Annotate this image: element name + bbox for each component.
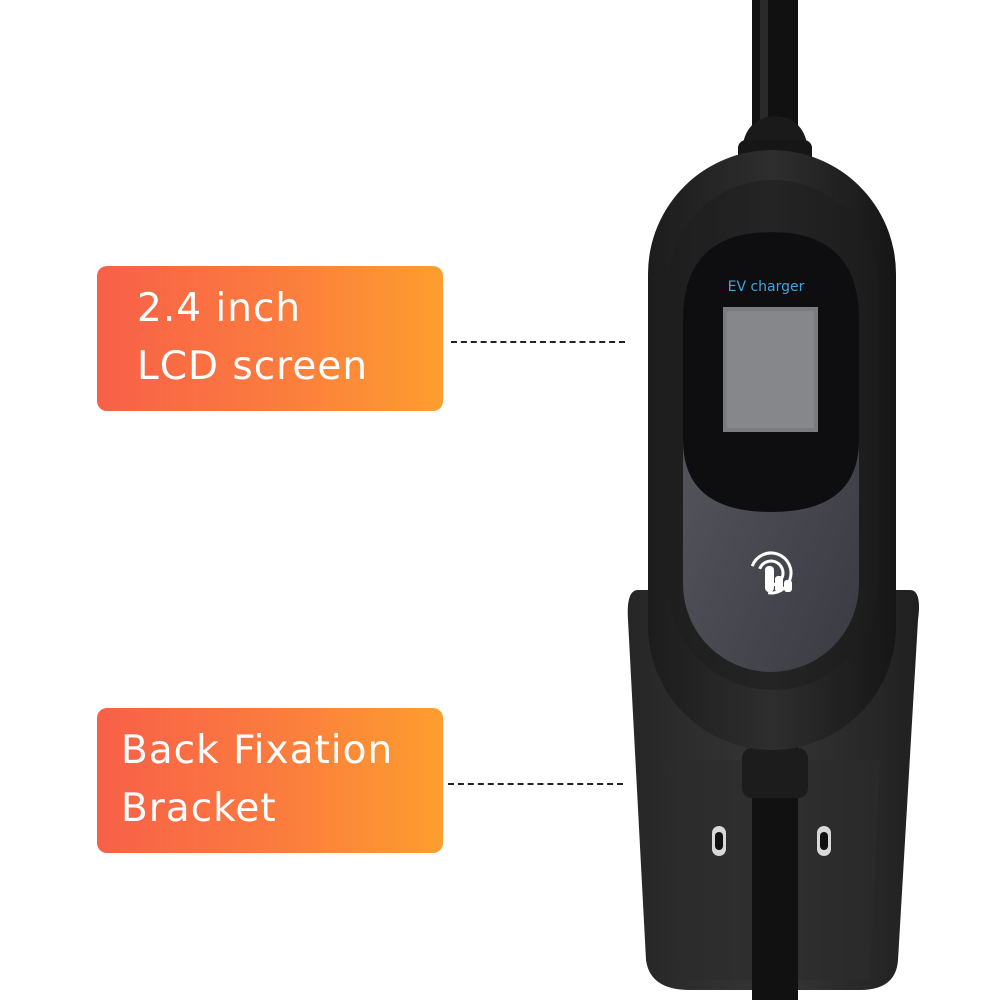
lcd-callout-line-2: LCD screen — [137, 344, 369, 389]
bracket-callout-line-1: Back Fixation — [121, 728, 394, 773]
bracket-callout: Back Fixation Bracket — [97, 708, 443, 853]
touch-icon[interactable] — [745, 547, 796, 598]
bracket-leader-line — [448, 783, 623, 785]
lcd-leader-line — [451, 341, 625, 343]
lcd-screen-callout: 2.4 inch LCD screen — [97, 266, 443, 411]
lcd-callout-line-1: 2.4 inch — [137, 286, 302, 331]
ev-charger-label: EV charger — [728, 279, 805, 295]
bracket-callout-line-2: Bracket — [121, 786, 277, 831]
